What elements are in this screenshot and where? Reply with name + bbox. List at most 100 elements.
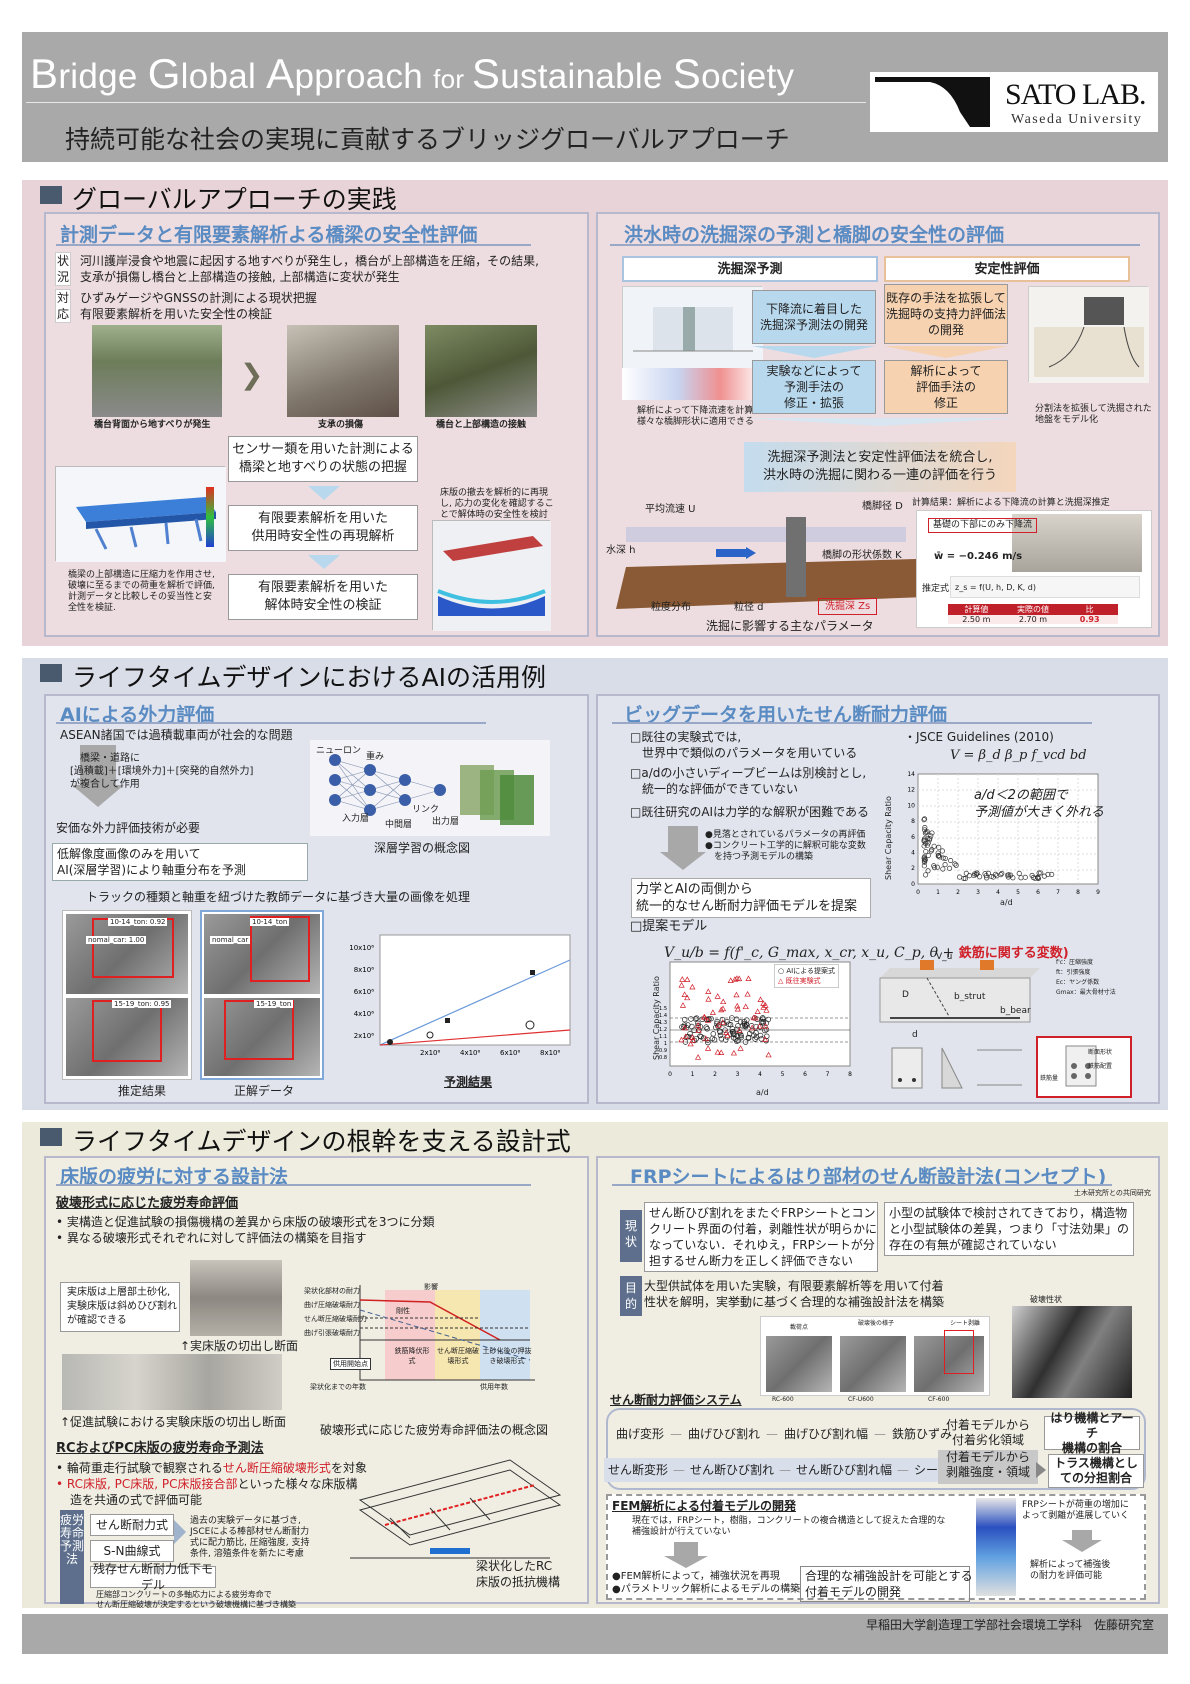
data-point	[702, 1035, 709, 1042]
text-line: ●FEM解析によって，補強状況を再現	[612, 1571, 780, 1582]
data-point	[921, 863, 927, 869]
text-line: 全性を検証.	[68, 603, 116, 613]
text-line: 鉄筋配置	[1088, 1063, 1113, 1070]
title-underline	[56, 244, 531, 246]
slab-mechanism-diagram	[330, 1440, 570, 1574]
section-title: グローバルアプローチの実践	[72, 185, 397, 214]
tick-label: 6	[1036, 889, 1040, 896]
data-point	[1035, 875, 1041, 881]
current-issue-1: せん断ひび割れをまたぐFRPシートとコンクリート界面の付着，剥離性状が明らかにな…	[644, 1202, 878, 1272]
bullet-text: 造を共通の式で評価可能	[70, 1493, 203, 1507]
calc-title: 計算結果：解析による下降流の計算と洗掘深推定	[912, 498, 1110, 508]
data-point	[705, 995, 712, 1002]
system-frame	[606, 1408, 1146, 1490]
photo-label: 載荷点	[790, 1324, 809, 1331]
data-point	[948, 858, 954, 864]
data-point	[1049, 871, 1055, 877]
arrow-right-icon	[1036, 1462, 1046, 1478]
tick-label: 1.2	[659, 1027, 667, 1033]
callout-box: 実床版は上層部土砂化,実験床版は斜めひび割れが確認できる	[60, 1282, 180, 1332]
text-line: 実床版は上層部土砂化,	[67, 1287, 171, 1298]
data-point	[711, 1036, 718, 1043]
arrow-shaft	[668, 826, 698, 852]
text-line: □既往の実験式では,	[630, 730, 742, 744]
data-point	[679, 1002, 687, 1008]
data-point	[931, 843, 937, 849]
text-line: 統一的なせん断耐力評価モデルを提案	[636, 899, 858, 914]
photo-label: 破壊後の様子	[858, 1320, 895, 1327]
panel-title: 床版の疲労に対する設計法	[60, 1166, 289, 1188]
data-point	[700, 1014, 708, 1020]
chain-item: 鉄筋ひずみ	[892, 1427, 953, 1441]
data-point	[744, 990, 751, 997]
fem-result-box: 合理的な補強設計を可能とする付着モデルの開発	[800, 1566, 973, 1602]
data-point	[929, 830, 935, 836]
nn-link	[369, 779, 406, 811]
text-line: 低解像度画像のみを用いて	[57, 847, 201, 861]
tick-label: 1.4	[659, 1013, 667, 1019]
fem-note: 橋梁の上部構造に圧縮力を作用させ,破壊に至るまでの荷重を解析で評価,計測データと…	[68, 570, 215, 614]
arrow-down-icon	[884, 346, 1008, 358]
photo-label: RC-600	[772, 1396, 794, 1403]
data-point	[724, 1018, 730, 1025]
calc-value: w̄ = −0.246 m/s	[934, 551, 1023, 562]
data-point	[1045, 871, 1051, 877]
text-line: 解析によって補強後	[1030, 1560, 1111, 1570]
photo-label: シート剥離	[950, 1320, 981, 1327]
bullet: • 実構造と促進試験の損傷機構の差異から床版の破壊形式を3つに分類	[56, 1215, 435, 1229]
nn-link	[334, 799, 371, 811]
method-side-tag: 疲労寿命予測法	[60, 1510, 84, 1604]
chart-caption: 予測結果	[444, 1075, 493, 1089]
data-point	[931, 865, 938, 871]
step-analysis: 解析によって 評価手法の 修正	[884, 360, 1008, 414]
section-marker-icon	[40, 664, 62, 682]
data-point	[719, 1016, 726, 1023]
footer-text: 早稲田大学創造理工学部社会環境工学科 佐藤研究室	[866, 1618, 1155, 1632]
calc-subtitle: 基礎の下部にのみ下降流	[928, 518, 1038, 533]
data-point	[761, 1036, 769, 1042]
data-point	[682, 1033, 689, 1040]
nn-neuron	[364, 804, 376, 816]
nn-neuron	[364, 764, 376, 776]
section-diagram	[882, 1040, 1032, 1098]
fig-label-service: 供用年数	[480, 1383, 508, 1391]
arrow-text: 橋梁・道路に[過積載]＋[環境外力]＋[突発的自然外力]が複合して作用	[70, 752, 253, 791]
nn-link	[334, 759, 371, 771]
param-shape: 橋脚の形状係数 K	[822, 550, 902, 561]
data-point	[750, 1014, 757, 1021]
text-line: を持つ予測モデルの構築	[705, 852, 814, 862]
data-point	[765, 1051, 772, 1058]
data-point	[704, 1045, 712, 1051]
data-point	[953, 862, 959, 868]
data-point	[936, 852, 942, 859]
nn-neuron	[329, 754, 341, 766]
param-pier: 橋脚径 D	[862, 501, 903, 512]
arrow-down-icon	[660, 852, 706, 870]
nn-feature-map	[500, 775, 534, 825]
ground-model-figure	[1028, 286, 1149, 383]
beam-label: b_strut	[954, 992, 986, 1002]
text-line: 付着モデルの開発	[805, 1585, 902, 1599]
calc-value-number: 0.246 m/s	[966, 551, 1023, 562]
data-point	[694, 1054, 702, 1060]
step-bearing-method: 既存の手法を拡張して 洗掘時の支持力評価法 の開発	[884, 284, 1008, 344]
specimen-photo	[914, 1336, 984, 1392]
section-labels: 断面形状鉄筋配置	[1088, 1046, 1112, 1074]
bridge-logo-icon	[875, 77, 990, 127]
header-divider	[26, 102, 866, 103]
text-line: 曲げ圧縮破壊耐力	[304, 1301, 360, 1309]
nn-label-neuron: ニューロン	[316, 746, 362, 756]
jsce-note: a/d＜2の範囲で予測値が大きく外れる	[974, 787, 1104, 821]
data-point	[678, 1036, 685, 1043]
tick-label: 4	[996, 889, 1000, 896]
removal-note: 床版の撤去を解析的に再現し, 応力の変化を確認することで解体時の安全性を検討	[440, 488, 558, 521]
section-marker-icon	[40, 186, 62, 204]
data-point	[704, 1037, 711, 1043]
gt-caption: 正解データ	[234, 1084, 295, 1098]
poster-subtitle: 持続可能な社会の実現に貢献するブリッジグローバルアプローチ	[65, 125, 790, 154]
tick-label: 6	[803, 1071, 807, 1078]
detection-label: nomal_car: 1.00	[86, 936, 147, 944]
